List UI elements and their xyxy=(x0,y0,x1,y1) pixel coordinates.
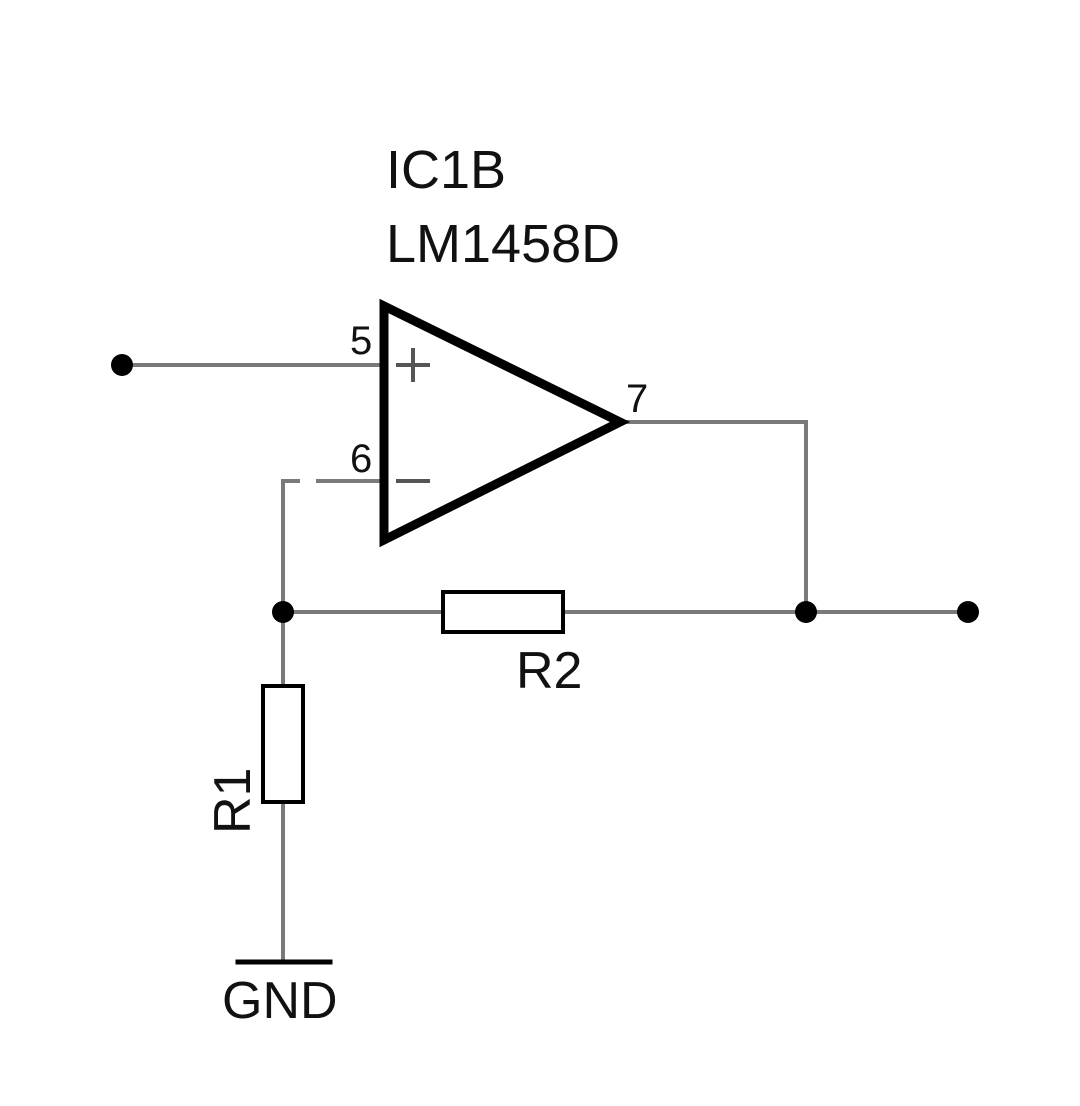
pin-5-label: 5 xyxy=(350,319,372,363)
resistor-r1 xyxy=(261,684,305,804)
pin-7-label: 7 xyxy=(626,377,648,421)
output-terminal-node xyxy=(957,601,979,623)
junction-node-left xyxy=(272,601,294,623)
resistor-r2 xyxy=(441,590,565,634)
junction-node-right xyxy=(795,601,817,623)
pin-6-label: 6 xyxy=(350,437,372,481)
r2-label: R2 xyxy=(516,642,582,700)
opamp-value-label: LM1458D xyxy=(386,214,620,274)
opamp-triangle xyxy=(379,298,631,548)
ground-label: GND xyxy=(222,972,338,1030)
input-terminal-node xyxy=(111,354,133,376)
r1-label: R1 xyxy=(204,768,262,834)
plus-sign-icon xyxy=(396,348,430,382)
wires xyxy=(120,363,970,964)
opamp-name-label: IC1B xyxy=(386,140,506,200)
